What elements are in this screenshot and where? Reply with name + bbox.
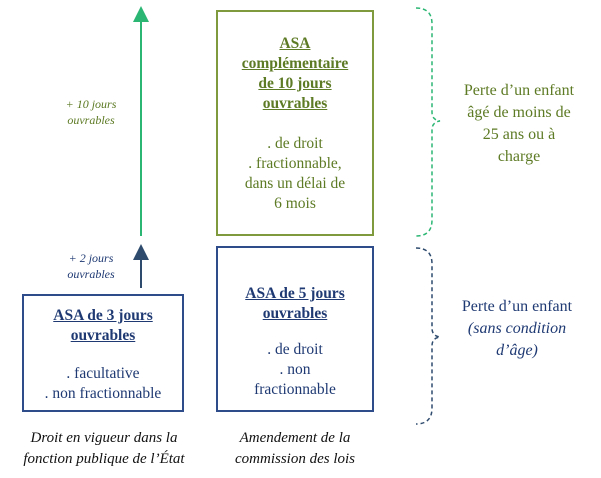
current-law-box-details: . facultative . non fractionnable	[44, 365, 162, 402]
amendment-box-details: . de droit . non fractionnable	[254, 341, 336, 398]
green-brace	[415, 7, 441, 237]
caption-current-law: Droit en vigueur dans la fonction publiq…	[23, 430, 185, 467]
current-law-box-title: ASA de 3 jours ouvrables	[53, 307, 153, 344]
side-label-bottom: Perte d’un enfant (sans condition d’âge)	[461, 298, 573, 359]
complementary-box: ASA complémentaire de 10 jours ouvrables…	[216, 10, 374, 236]
caption-amendment: Amendement de la commission des lois	[235, 430, 355, 467]
complementary-box-title: ASA complémentaire de 10 jours ouvrables	[241, 35, 349, 112]
step-label-top: + 10 jours ouvrables	[65, 97, 117, 127]
side-label-top: Perte d’un enfant âgé de moins de 25 ans…	[463, 82, 575, 165]
complementary-box-details: . de droit . fractionnable, dans un déla…	[244, 135, 346, 212]
amendment-box: ASA de 5 jours ouvrables . de droit . no…	[216, 246, 374, 412]
navy-brace	[415, 247, 441, 425]
current-law-box: ASA de 3 jours ouvrables . facultative .…	[22, 294, 184, 412]
step-label-bottom: + 2 jours ouvrables	[67, 251, 115, 281]
amendment-box-title: ASA de 5 jours ouvrables	[245, 285, 345, 322]
